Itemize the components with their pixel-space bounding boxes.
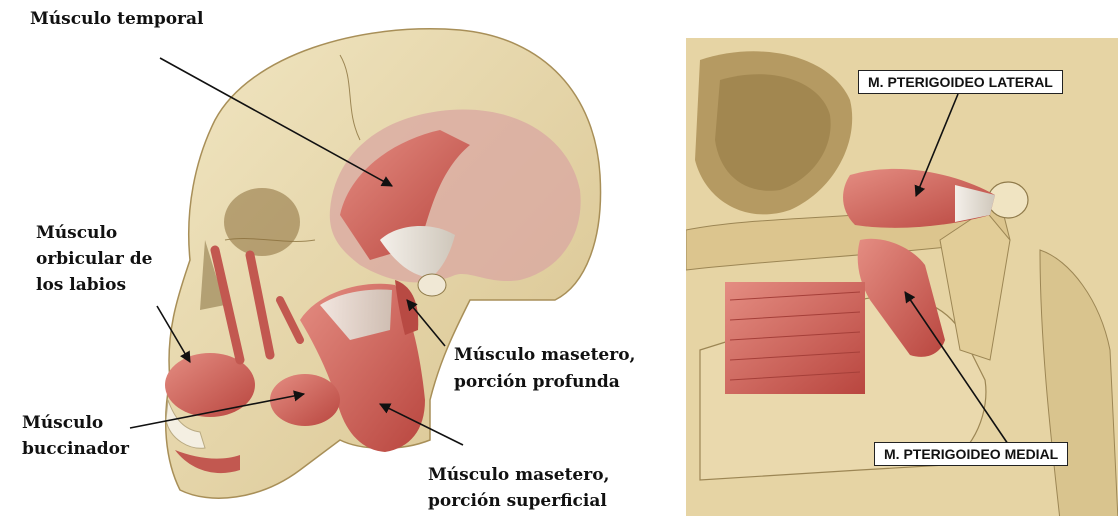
label-masetero-superficial-line-1: Músculo masetero, [428, 464, 609, 487]
label-orbicular-line-3: los labios [36, 274, 126, 297]
label-pterigoideo-medial: M. PTERIGOIDEO MEDIAL [874, 442, 1068, 466]
temporomandibular-joint [418, 274, 446, 296]
left-skull-illustration [165, 29, 601, 498]
label-masetero-superficial-line-2: porción superficial [428, 490, 607, 513]
mandibular-condyle [988, 182, 1028, 218]
label-masetero-profunda-line-1: Músculo masetero, [454, 344, 635, 367]
orbit [224, 188, 300, 256]
label-masetero-profunda-line-2: porción profunda [454, 371, 620, 394]
buccinator-muscle [270, 374, 340, 426]
label-orbicular-line-2: orbicular de [36, 248, 152, 271]
label-buccinador-line-1: Músculo [22, 412, 103, 435]
label-buccinador-line-2: buccinador [22, 438, 129, 461]
label-pterigoideo-lateral: M. PTERIGOIDEO LATERAL [858, 70, 1063, 94]
label-orbicular-line-1: Músculo [36, 222, 117, 245]
label-musculo-temporal: Músculo temporal [30, 8, 204, 31]
